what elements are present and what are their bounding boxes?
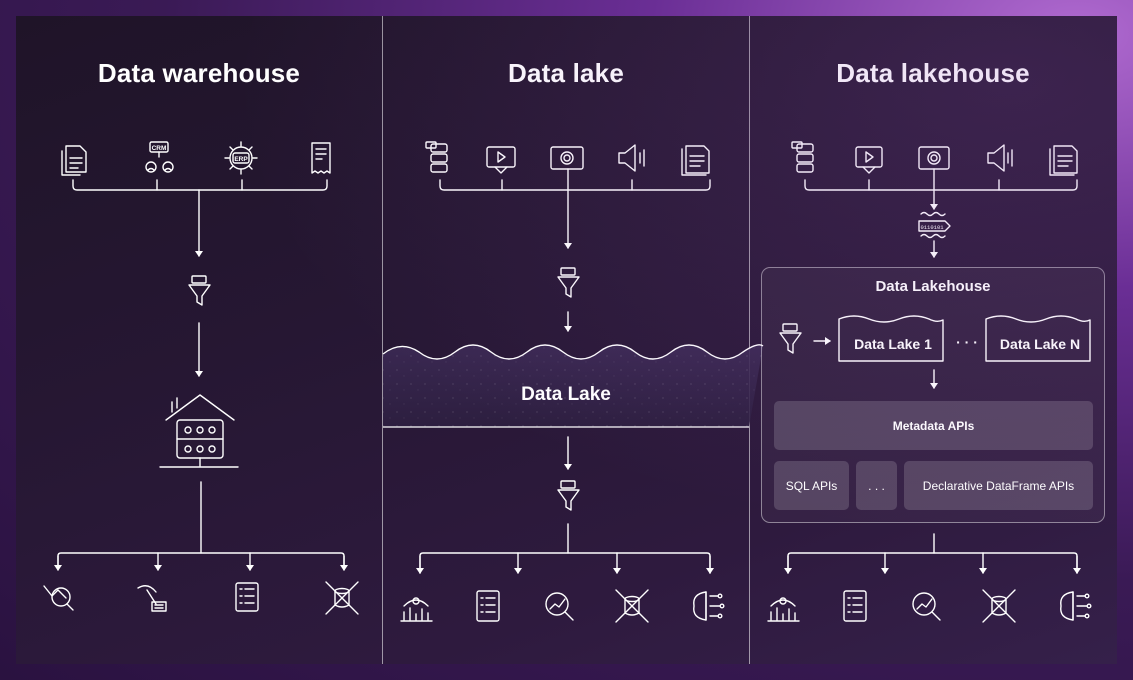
lake-data-science-icon <box>615 589 649 623</box>
data-lakehouse-box-title: Data Lakehouse <box>875 278 991 295</box>
lh-bi-dashboard-icon <box>767 597 800 622</box>
lh-image-icon <box>918 146 950 170</box>
lh-database-icon <box>791 141 814 173</box>
lake-outputs-bracket <box>419 552 711 574</box>
divider-right <box>749 16 750 664</box>
lh-report-icon <box>843 590 867 622</box>
sources-bracket <box>72 179 328 191</box>
lake-etl-funnel-icon <box>557 267 580 298</box>
etl-funnel-icon <box>188 275 211 306</box>
sql-apis-box: SQL APIs <box>774 461 849 510</box>
warehouse-icon <box>159 394 239 468</box>
crm-icon-text: CRM <box>152 145 167 152</box>
analytics-search-icon <box>43 585 74 611</box>
data-lakehouse-box <box>761 267 1105 523</box>
report-icon <box>235 582 259 612</box>
image-icon <box>550 146 584 170</box>
lh-etl-funnel-icon <box>779 323 802 354</box>
data-lake-label: Data Lake <box>521 384 611 405</box>
metadata-apis-box: Metadata APIs <box>774 401 1093 450</box>
diagram-canvas: CRM ERP 0110101 <box>43 141 1092 623</box>
data-lake-body <box>382 344 764 428</box>
audio-icon <box>618 144 645 172</box>
lh-ai-brain-icon <box>1060 591 1092 621</box>
data-lake-1-box <box>838 315 944 362</box>
data-science-icon <box>325 581 359 615</box>
binary-stream-icon <box>918 211 951 239</box>
lh-sources-bracket <box>804 179 1078 191</box>
lake-etl-funnel-2-icon <box>557 480 580 511</box>
video-icon <box>486 146 516 174</box>
lake-ellipsis: · · · <box>956 334 978 350</box>
data-lake-n-label: Data Lake N <box>999 336 1081 352</box>
divider-left <box>382 16 383 664</box>
api-ellipsis-box: . . . <box>856 461 897 510</box>
invoice-icon <box>311 142 331 174</box>
data-mining-icon <box>137 585 167 612</box>
ai-brain-icon <box>693 591 725 621</box>
lh-video-icon <box>855 146 883 174</box>
lake-report-icon <box>476 590 500 622</box>
lake-sources-bracket <box>439 179 711 191</box>
dataframe-apis-box: Declarative DataFrame APIs <box>904 461 1093 510</box>
erp-icon-text: ERP <box>234 156 248 163</box>
warehouse-title: Data warehouse <box>97 58 301 88</box>
lh-outputs-bracket <box>787 552 1078 574</box>
lh-text-documents-icon <box>1049 145 1078 176</box>
binary-icon-text: 0110101 <box>920 224 944 231</box>
data-lake-1-label: Data Lake 1 <box>854 336 932 352</box>
lh-data-science-icon <box>982 589 1016 623</box>
lh-audio-icon <box>987 144 1013 172</box>
document-icon <box>61 145 87 176</box>
database-icon <box>425 141 448 173</box>
lakehouse-title: Data lakehouse <box>836 58 1030 88</box>
bi-dashboard-icon <box>400 597 433 622</box>
crm-icon <box>145 141 174 173</box>
outputs-bracket <box>57 552 345 570</box>
lake-title: Data lake <box>508 58 624 88</box>
data-lake-n-box <box>985 315 1091 362</box>
lh-trend-analysis-icon <box>912 592 941 621</box>
erp-gear-icon <box>224 141 258 175</box>
diagram-frame: Data warehouse Data lake Data lakehouse <box>16 16 1117 664</box>
text-documents-icon <box>681 145 710 176</box>
trend-analysis-icon <box>545 592 574 621</box>
